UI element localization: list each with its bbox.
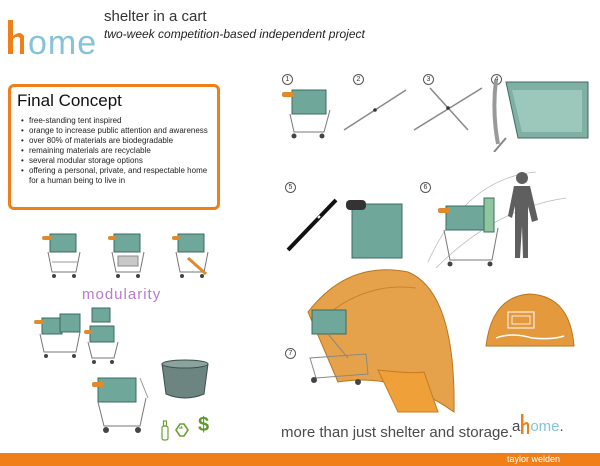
step-number: 5: [285, 182, 296, 193]
tagline-logo-h: [521, 414, 530, 434]
concept-heading: Final Concept: [17, 91, 122, 110]
step-number: 3: [423, 74, 434, 85]
tagline-logo-ome: ome: [530, 418, 560, 435]
page-subtitle: two-week competition-based independent p…: [104, 27, 365, 41]
step-3-crossed-poles: [413, 87, 483, 131]
concept-bullet: several modular storage options: [21, 156, 211, 166]
footer-bar: taylor welden: [0, 453, 600, 466]
step-5-folded-poles: [286, 198, 338, 252]
step-2-pole: [343, 89, 407, 131]
step-4-cart-closeup: [492, 79, 589, 152]
page-title: shelter in a cart: [104, 8, 207, 25]
concept-list: free-standing tent inspired orange to in…: [21, 116, 211, 186]
step-1-cart: [282, 89, 331, 139]
tagline-logo-a: a: [512, 418, 521, 435]
logo-text: ome: [28, 24, 98, 62]
step-5-cart-closeup: [346, 200, 403, 259]
modularity-label: modularity: [82, 286, 162, 303]
concept-bullet: over 80% of materials are biodegradable: [21, 136, 211, 146]
concept-bullet: orange to increase public attention and …: [21, 126, 211, 136]
author-name: taylor welden: [506, 454, 560, 464]
modular-carts-illustration: [42, 233, 209, 278]
step-number: 7: [285, 348, 296, 359]
recycle-icon: [175, 423, 189, 437]
tagline-logo-dot: .: [559, 418, 564, 435]
step-number: 6: [420, 182, 431, 193]
concept-bullet: offering a personal, private, and respec…: [21, 166, 211, 186]
stacked-storage-carts: [34, 307, 119, 364]
tagline: more than just shelter and storage.: [281, 424, 513, 441]
step-7-deployed-shelter: [307, 269, 455, 413]
step-number: 2: [353, 74, 364, 85]
concept-bullet: free-standing tent inspired: [21, 116, 211, 126]
bottle-icon: [161, 420, 169, 441]
step-number: 1: [282, 74, 293, 85]
cart-and-storage-bin: [92, 359, 209, 433]
home-logo: ome: [8, 14, 98, 64]
dollar-icon: $: [198, 414, 210, 436]
step-6-cart-with-person: [427, 171, 567, 269]
logo-h-mark: [8, 20, 24, 54]
tent-interior-view: [485, 293, 575, 347]
sustainability-icons: [161, 420, 189, 441]
final-concept-card: Final Concept free-standing tent inspire…: [8, 84, 220, 210]
concept-bullet: remaining materials are recyclable: [21, 146, 211, 156]
person-silhouette: [508, 172, 538, 258]
